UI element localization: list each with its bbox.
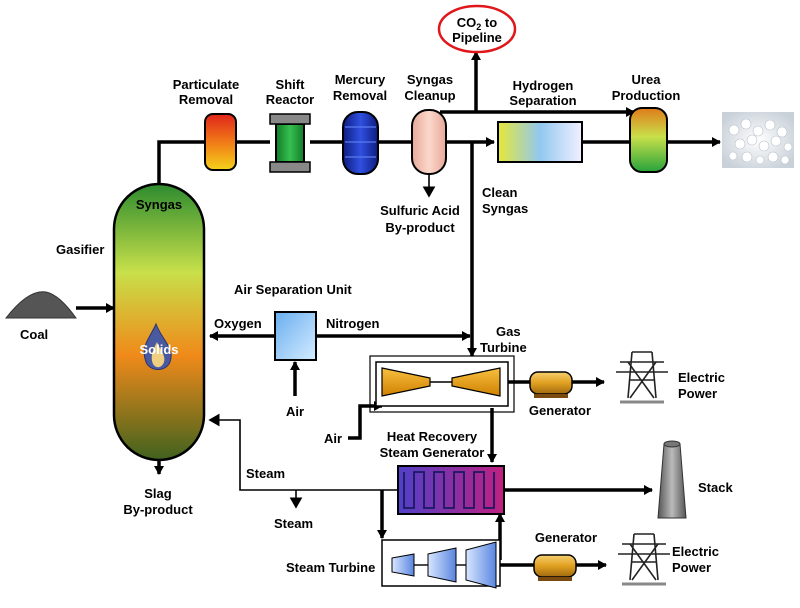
mercury-removal-unit <box>342 111 379 175</box>
syngas-cleanup-label-2: Cleanup <box>404 88 455 103</box>
clean-syngas-label-1: Clean <box>482 185 517 200</box>
particulate-label-2: Removal <box>179 92 233 107</box>
mercury-label-1: Mercury <box>335 72 386 87</box>
gasifier-vessel <box>112 182 206 462</box>
air-separation-unit <box>274 311 317 361</box>
shift-label-2: Reactor <box>266 92 314 107</box>
steam-turbine-unit <box>381 539 501 589</box>
mercury-label-2: Removal <box>333 88 387 103</box>
sulfuric-label-2: By-product <box>385 220 455 235</box>
sulfuric-label-1: Sulfuric Acid <box>380 203 460 218</box>
steam-in-label: Steam <box>246 466 285 481</box>
air-separation-label: Air Separation Unit <box>234 282 352 297</box>
flow-steam-to-gasifier <box>208 413 398 491</box>
shift-reactor-unit <box>269 113 311 173</box>
transmission-tower-icon <box>616 351 668 404</box>
slag-label-2: By-product <box>123 502 193 517</box>
hydrogen-separation-unit <box>497 121 583 163</box>
transmission-tower-icon <box>618 533 670 586</box>
coal-pile-icon <box>4 291 77 319</box>
clean-syngas-label-2: Syngas <box>482 201 528 216</box>
electric-power-1-label-2: Power <box>678 386 717 401</box>
stack-label: Stack <box>698 480 733 495</box>
flow-air-to-turbine <box>348 401 383 440</box>
air-2-label: Air <box>324 431 342 446</box>
urea-pellets-icon <box>722 112 794 168</box>
generator-1-label: Generator <box>529 403 591 418</box>
hydrogen-label-2: Separation <box>509 93 576 108</box>
slag-label-1: Slag <box>144 486 172 501</box>
solids-label: Solids <box>139 342 178 357</box>
electric-power-2-label-1: Electric <box>672 544 719 559</box>
urea-label-1: Urea <box>632 72 662 87</box>
syngas-cleanup-unit <box>411 109 447 175</box>
gas-turbine-label-1: Gas <box>496 324 521 339</box>
gasifier-label: Gasifier <box>56 242 104 257</box>
oxygen-label: Oxygen <box>214 316 262 331</box>
hrsg-label-2: Steam Generator <box>380 445 485 460</box>
particulate-removal-unit <box>204 113 237 171</box>
hydrogen-label-1: Hydrogen <box>513 78 574 93</box>
steam-turbine-label: Steam Turbine <box>286 560 375 575</box>
co2-label-line2: Pipeline <box>452 30 502 45</box>
gas-turbine-unit <box>369 355 515 413</box>
generator-2-label: Generator <box>535 530 597 545</box>
gas-turbine-label-2: Turbine <box>480 340 527 355</box>
heat-recovery-steam-generator <box>397 465 505 515</box>
flame-icon <box>143 322 172 370</box>
shift-label-1: Shift <box>276 77 306 92</box>
urea-label-2: Production <box>612 88 681 103</box>
stack-icon <box>657 440 687 519</box>
urea-production-unit <box>629 107 668 173</box>
steam-out-label: Steam <box>274 516 313 531</box>
generator-1-unit <box>529 371 573 398</box>
electric-power-2-label-2: Power <box>672 560 711 575</box>
electric-power-1-label-1: Electric <box>678 370 725 385</box>
syngas-label: Syngas <box>136 197 182 212</box>
syngas-cleanup-label-1: Syngas <box>407 72 453 87</box>
nitrogen-label: Nitrogen <box>326 316 380 331</box>
air-1-label: Air <box>286 404 304 419</box>
coal-label: Coal <box>20 327 48 342</box>
co2-label: CO2 to <box>457 15 497 32</box>
syngas-flow-line <box>157 140 205 196</box>
hrsg-label-1: Heat Recovery <box>387 429 478 444</box>
generator-2-unit <box>533 554 577 581</box>
particulate-label-1: Particulate <box>173 77 239 92</box>
co2-pipeline-marker <box>437 4 517 54</box>
